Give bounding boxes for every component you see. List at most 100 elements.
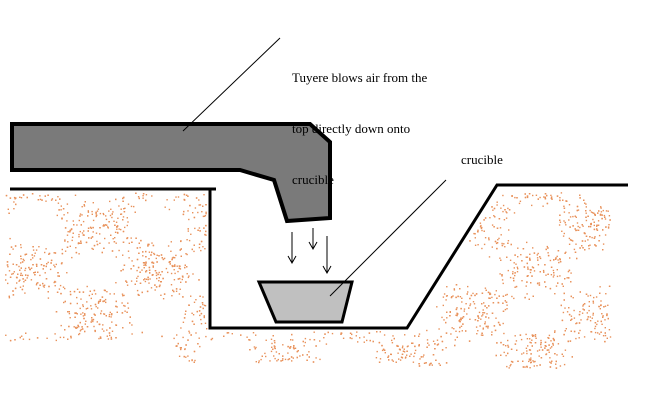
soil-speck <box>549 357 551 359</box>
soil-speck <box>40 264 43 266</box>
soil-speck <box>160 294 162 296</box>
soil-speck <box>414 352 416 354</box>
soil-speck <box>521 280 523 282</box>
soil-speck <box>136 277 138 279</box>
soil-speck <box>154 270 157 272</box>
soil-speck <box>560 192 563 194</box>
soil-speck <box>582 304 585 306</box>
soil-speck <box>90 321 92 323</box>
soil-speck <box>484 323 486 325</box>
soil-speck <box>546 202 549 205</box>
soil-speck <box>514 254 516 256</box>
soil-speck <box>109 334 111 337</box>
soil-speck <box>555 360 557 363</box>
soil-speck <box>107 338 110 340</box>
soil-speck <box>104 224 107 226</box>
soil-speck <box>607 317 609 320</box>
soil-speck <box>478 311 481 314</box>
soil-speck <box>96 321 98 323</box>
soil-speck <box>95 211 97 214</box>
soil-speck <box>460 307 462 310</box>
soil-speck <box>117 217 119 219</box>
soil-speck <box>563 220 565 222</box>
soil-speck <box>124 207 126 209</box>
soil-speck <box>506 256 508 258</box>
soil-speck <box>159 284 161 286</box>
soil-speck <box>396 344 398 347</box>
soil-speck <box>45 278 48 280</box>
soil-speck <box>167 271 169 274</box>
soil-speck <box>579 311 581 313</box>
soil-speck <box>205 234 207 236</box>
soil-speck <box>495 354 497 357</box>
soil-speck <box>553 274 555 276</box>
soil-speck <box>105 218 108 221</box>
soil-speck <box>48 253 50 255</box>
soil-speck <box>147 243 149 246</box>
soil-speck <box>582 247 584 249</box>
soil-speck <box>589 209 591 212</box>
soil-speck <box>493 325 496 327</box>
soil-speck <box>583 303 586 305</box>
soil-speck <box>589 316 591 318</box>
soil-speck <box>455 314 457 316</box>
soil-speck <box>165 267 168 270</box>
soil-speck <box>565 328 567 330</box>
soil-speck <box>9 237 11 240</box>
soil-speck <box>148 269 151 271</box>
soil-speck <box>547 254 550 257</box>
soil-speck <box>432 340 435 342</box>
soil-speck <box>457 295 459 298</box>
soil-speck <box>69 293 72 296</box>
soil-speck <box>7 282 9 285</box>
soil-speck <box>57 272 59 274</box>
soil-speck <box>147 245 149 247</box>
soil-speck <box>58 275 60 277</box>
soil-speck <box>197 343 199 345</box>
soil-speck <box>19 279 21 281</box>
soil-speck <box>461 301 463 303</box>
soil-speck <box>48 252 51 255</box>
soil-speck <box>594 322 597 324</box>
soil-speck <box>87 210 89 212</box>
soil-speck <box>537 252 539 255</box>
soil-speck <box>92 318 95 321</box>
soil-speck <box>592 300 594 303</box>
soil-speck <box>526 256 529 258</box>
soil-speck <box>183 199 186 201</box>
soil-speck <box>187 228 189 230</box>
soil-speck <box>161 257 163 259</box>
soil-speck <box>527 266 529 268</box>
soil-speck <box>528 358 531 360</box>
soil-speck <box>274 342 276 344</box>
soil-speck <box>501 242 503 245</box>
soil-speck <box>515 263 517 265</box>
soil-speck <box>202 215 205 218</box>
soil-speck <box>109 200 111 203</box>
soil-speck <box>363 341 365 343</box>
soil-speck <box>522 352 525 354</box>
soil-speck <box>110 338 113 340</box>
soil-speck <box>596 228 598 230</box>
soil-speck <box>12 290 14 292</box>
soil-speck <box>106 224 108 226</box>
soil-speck <box>18 265 20 268</box>
soil-speck <box>145 199 147 202</box>
soil-speck <box>489 297 491 299</box>
soil-speck <box>549 347 552 349</box>
soil-speck <box>127 221 129 223</box>
soil-speck <box>74 316 76 318</box>
soil-speck <box>294 347 297 349</box>
soil-speck <box>523 266 526 268</box>
soil-speck <box>177 342 179 345</box>
soil-speck <box>379 358 382 360</box>
soil-speck <box>516 349 518 351</box>
soil-speck <box>138 242 140 244</box>
soil-speck <box>533 365 535 367</box>
soil-speck <box>531 345 533 347</box>
tuyere <box>10 122 332 224</box>
soil-speck <box>116 228 118 230</box>
soil-speck <box>458 330 461 333</box>
soil-speck <box>30 279 33 281</box>
soil-speck <box>530 357 532 359</box>
